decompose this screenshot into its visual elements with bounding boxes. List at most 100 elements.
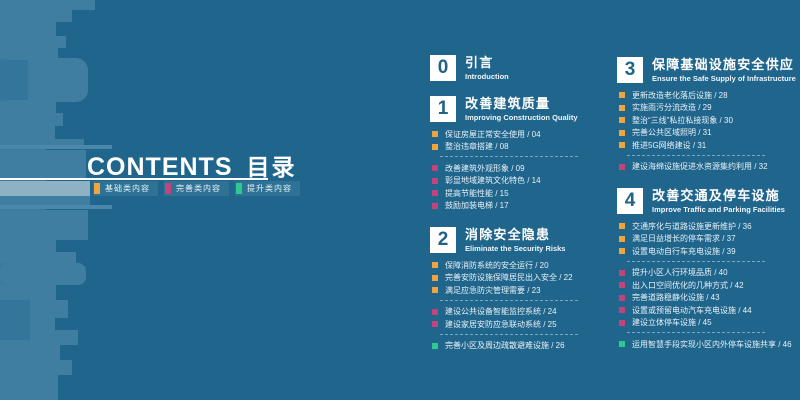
section-number-box: 3 <box>617 57 643 83</box>
category-bullet-icon <box>432 287 438 294</box>
category-bullet-icon <box>432 262 438 269</box>
toc-item-label: 实施雨污分流改造 / 29 <box>632 103 712 113</box>
toc-item[interactable]: 完善小区及周边疏散避难设施 / 26 <box>430 340 612 353</box>
legend-label: 基础类内容 <box>105 184 150 193</box>
toc-item[interactable]: 鼓励加装电梯 / 17 <box>430 200 612 213</box>
toc-item-label: 完善道路稳静化设施 / 43 <box>632 293 720 303</box>
toc-item-label: 出入口空间优化的几种方式 / 42 <box>632 280 744 290</box>
toc-item[interactable]: 建设公共设备智能监控系统 / 24 <box>430 306 612 319</box>
toc-item[interactable]: 建设立体停车设施 / 45 <box>617 317 799 330</box>
toc-item-label: 建设立体停车设施 / 45 <box>632 318 712 328</box>
category-bullet-icon <box>619 163 625 170</box>
toc-item[interactable]: 推进5G网络建设 / 31 <box>617 139 799 152</box>
category-bullet-icon <box>619 294 625 301</box>
toc-item[interactable]: 完善安防设施保障居民出入安全 / 22 <box>430 272 612 285</box>
category-bullet-icon <box>432 165 438 172</box>
toc-item[interactable]: 整治违章搭建 / 08 <box>430 141 612 154</box>
toc-item-label: 完善安防设施保障居民出入安全 / 22 <box>445 273 573 283</box>
toc-item-label: 满足应急防灾管理需要 / 23 <box>445 285 541 295</box>
category-bullet-icon <box>619 92 625 99</box>
section-number-box: 0 <box>430 55 456 81</box>
toc-item[interactable]: 完善公共区域照明 / 31 <box>617 127 799 140</box>
toc-item[interactable]: 提升小区人行环境品质 / 40 <box>617 267 799 280</box>
city-skyline-decoration <box>0 0 112 400</box>
section-item-list: 交通序化与道路设施更新维护 / 36 满足日益增长的停车需求 / 37 设置电动自行… <box>617 220 799 351</box>
toc-item[interactable]: 彰显地域建筑文化特色 / 14 <box>430 175 612 188</box>
toc-item-label: 保障消防系统的安全运行 / 20 <box>445 260 549 270</box>
category-bullet-icon <box>432 321 438 328</box>
section-title-zh: 引言 <box>465 55 494 70</box>
category-bullet-icon <box>619 248 625 255</box>
group-divider <box>440 299 578 301</box>
toc-item[interactable]: 整治“三线”私拉私接现象 / 30 <box>617 114 799 127</box>
section-title-en: Eliminate the Security Risks <box>465 244 566 253</box>
toc-item-label: 整治“三线”私拉私接现象 / 30 <box>632 115 733 125</box>
category-bullet-icon <box>432 190 438 197</box>
toc-item[interactable]: 改善建筑外观形象 / 09 <box>430 162 612 175</box>
toc-item-label: 整治违章搭建 / 08 <box>445 142 509 152</box>
toc-item-label: 更新改造老化落后设施 / 28 <box>632 90 728 100</box>
toc-item[interactable]: 满足日益增长的停车需求 / 37 <box>617 233 799 246</box>
toc-item-label: 完善小区及周边疏散避难设施 / 26 <box>445 341 565 351</box>
toc-item[interactable]: 出入口空间优化的几种方式 / 42 <box>617 279 799 292</box>
toc-item[interactable]: 满足应急防灾管理需要 / 23 <box>430 284 612 297</box>
toc-item-label: 设置或预留电动汽车充电设施 / 44 <box>632 305 752 315</box>
group-divider <box>627 260 765 262</box>
toc-item[interactable]: 实施雨污分流改造 / 29 <box>617 102 799 115</box>
section-item-list: 保障消防系统的安全运行 / 20 完善安防设施保障居民出入安全 / 22 满足应急防… <box>430 259 612 352</box>
legend-item-upgrade: 提升类内容 <box>235 181 300 196</box>
section-header: 0 引言 Introduction <box>430 55 612 81</box>
toc-item[interactable]: 交通序化与道路设施更新维护 / 36 <box>617 220 799 233</box>
toc-item[interactable]: 保证房屋正常安全使用 / 04 <box>430 128 612 141</box>
category-bullet-icon <box>432 202 438 209</box>
legend-swatch-icon <box>94 183 100 194</box>
category-bullet-icon <box>619 282 625 289</box>
category-bullet-icon <box>619 117 625 124</box>
toc-item[interactable]: 更新改造老化落后设施 / 28 <box>617 89 799 102</box>
legend-swatch-icon <box>165 183 171 194</box>
section-number-box: 2 <box>430 227 456 253</box>
legend-bar: 基础类内容 完善类内容 提升类内容 <box>0 181 306 196</box>
toc-item[interactable]: 建设家居安防应急联动系统 / 25 <box>430 318 612 331</box>
legend-lead-bar <box>0 181 90 196</box>
toc-item-label: 保证房屋正常安全使用 / 04 <box>445 129 541 139</box>
category-bullet-icon <box>619 235 625 242</box>
toc-item[interactable]: 设置电动自行车充电设施 / 39 <box>617 245 799 258</box>
toc-item[interactable]: 设置或预留电动汽车充电设施 / 44 <box>617 304 799 317</box>
category-bullet-icon <box>432 308 438 315</box>
group-divider <box>440 333 578 335</box>
toc-item-label: 交通序化与道路设施更新维护 / 36 <box>632 221 752 231</box>
toc-item-label: 满足日益增长的停车需求 / 37 <box>632 234 736 244</box>
toc-item[interactable]: 完善道路稳静化设施 / 43 <box>617 292 799 305</box>
section-item-list: 保证房屋正常安全使用 / 04 整治违章搭建 / 08 改善建筑外观形象 / 09 彰… <box>430 128 612 212</box>
title-underline <box>0 178 268 180</box>
toc-item-label: 设置电动自行车充电设施 / 39 <box>632 246 736 256</box>
toc-item-label: 建设海绵设施促进水资源集约利用 / 32 <box>632 162 768 172</box>
toc-item[interactable]: 保障消防系统的安全运行 / 20 <box>430 259 612 272</box>
page-title-zh: 目录 <box>246 154 297 180</box>
category-bullet-icon <box>619 319 625 326</box>
toc-item-label: 完善公共区域照明 / 31 <box>632 128 712 138</box>
section-title-zh: 改善交通及停车设施 <box>652 188 780 203</box>
group-divider <box>440 156 578 157</box>
legend-label: 完善类内容 <box>176 184 221 193</box>
category-bullet-icon <box>432 131 438 138</box>
toc-item[interactable]: 建设海绵设施促进水资源集约利用 / 32 <box>617 161 799 174</box>
toc-item-label: 改善建筑外观形象 / 09 <box>445 163 525 173</box>
category-bullet-icon <box>619 104 625 111</box>
legend-item-basic: 基础类内容 <box>93 181 158 196</box>
section-title-en: Introduction <box>465 72 509 81</box>
toc-item[interactable]: 运用智慧手段实现小区内外停车设施共享 / 46 <box>617 338 799 351</box>
toc-item-label: 运用智慧手段实现小区内外停车设施共享 / 46 <box>632 339 792 349</box>
toc-item-label: 彰显地域建筑文化特色 / 14 <box>445 176 541 186</box>
toc-item[interactable]: 提高节能性能 / 15 <box>430 187 612 200</box>
